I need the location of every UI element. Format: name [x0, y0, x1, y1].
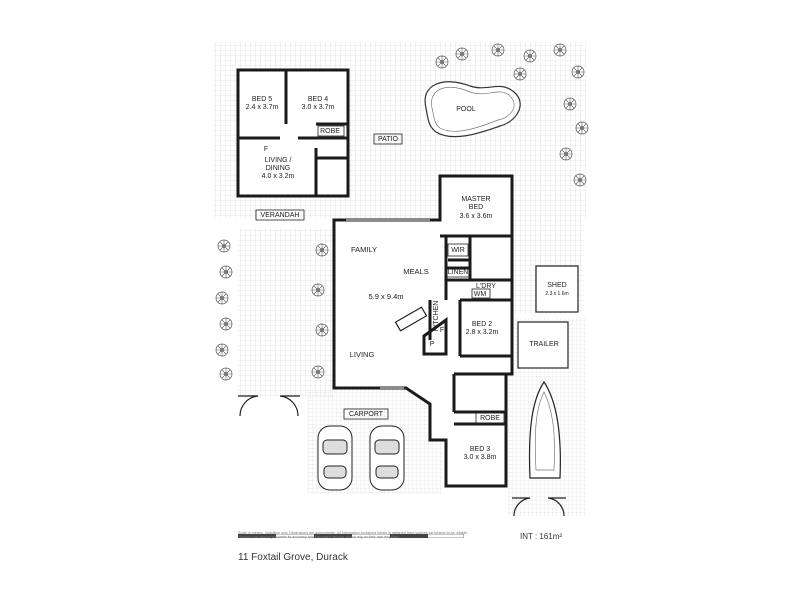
master-label-1: MASTER	[461, 196, 490, 203]
bed4-label: BED 4	[308, 96, 328, 103]
pool-label: POOL	[456, 106, 476, 113]
boat	[528, 380, 561, 479]
living-dining-size: 4.0 x 3.2m	[262, 173, 295, 180]
disclaimer-text: Scale in metres. Indicative only. Dimens…	[238, 531, 469, 540]
living-label: LIVING	[350, 350, 375, 359]
robe-top-label: ROBE	[320, 128, 340, 135]
internal-area: INT : 161m²	[520, 532, 563, 541]
linen-label: LINEN	[448, 269, 469, 276]
windows	[346, 218, 430, 390]
bed4-size: 3.0 x 3.7m	[302, 104, 335, 111]
main-house-walls	[332, 174, 514, 488]
fridge-label: F	[440, 327, 444, 334]
wir-label: WIR	[451, 247, 465, 254]
gates	[238, 395, 566, 517]
bed3-size: 3.0 x 3.8m	[464, 454, 497, 461]
verandah-label: VERANDAH	[261, 212, 300, 219]
shed-size: 2.3 x 1.6m	[545, 291, 568, 297]
meals-label: MEALS	[403, 267, 428, 276]
kitchen-label: KITCHEN	[433, 301, 440, 332]
shed-label: SHED	[547, 282, 566, 289]
master-label-2: BED	[469, 204, 483, 211]
property-address: 11 Foxtail Grove, Durack	[238, 552, 348, 563]
bed5-label: BED 5	[252, 96, 272, 103]
bed2-size: 2.8 x 3.2m	[466, 329, 499, 336]
bed3-label: BED 3	[470, 446, 490, 453]
patio-label: PATIO	[378, 136, 399, 143]
trailer	[517, 321, 569, 369]
main-size: 5.9 x 9.4m	[368, 292, 403, 301]
master-size: 3.6 x 3.6m	[460, 213, 493, 220]
family-label: FAMILY	[351, 245, 377, 254]
trailer-label: TRAILER	[529, 341, 559, 348]
shed	[535, 265, 579, 313]
kitchen-island	[394, 306, 428, 332]
wm-label: WM	[474, 291, 487, 298]
living-dining-label-1: LIVING /	[265, 157, 292, 164]
carport-label: CARPORT	[349, 411, 384, 418]
ldry-label: L'DRY	[476, 283, 496, 290]
room-labels: BED 5 2.4 x 3.7m BED 4 3.0 x 3.7m ROBE L…	[246, 96, 569, 461]
robe-bed3-label: ROBE	[480, 415, 500, 422]
living-dining-label-2: DINING	[266, 165, 291, 172]
pantry-label: P	[430, 341, 435, 348]
bed5-size: 2.4 x 3.7m	[246, 104, 279, 111]
scale-bar	[237, 525, 465, 539]
granny-flat-walls	[236, 68, 350, 198]
fridge-label-flat: F	[264, 146, 268, 153]
label-boxes	[255, 125, 505, 424]
bed2-label: BED 2	[472, 321, 492, 328]
cars	[317, 425, 405, 491]
